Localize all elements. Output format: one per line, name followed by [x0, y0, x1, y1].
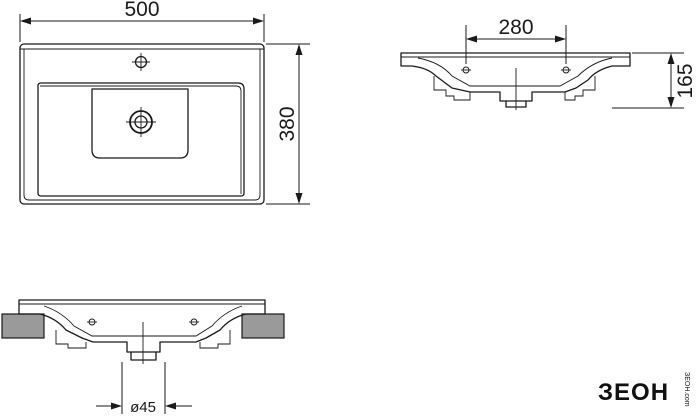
- logo-sub: ЗЕОН.com: [683, 372, 690, 407]
- bolt-icon: [561, 66, 571, 74]
- basin-outline: [19, 43, 265, 205]
- side-view: 280 165: [400, 16, 697, 110]
- brand-logo: ЗЕОН ЗЕОН.com: [598, 372, 690, 407]
- dimension-drain: ø45: [96, 362, 192, 416]
- dimension-height: 165: [612, 52, 697, 109]
- faucet-hole-icon: [132, 53, 150, 71]
- wall-right: [241, 313, 285, 339]
- front-view: ø45: [1, 299, 285, 416]
- bolt-icon: [461, 66, 471, 74]
- bowl-depth-label: 280: [498, 16, 533, 39]
- wall-left: [1, 313, 45, 339]
- width-label: 500: [124, 0, 159, 21]
- bolt-icon: [189, 318, 199, 326]
- bolt-icon: [87, 318, 97, 326]
- drain-label: ø45: [130, 399, 156, 416]
- height-label: 165: [674, 63, 697, 98]
- dimension-width: 500: [19, 0, 265, 42]
- top-view: 500 380: [19, 0, 310, 205]
- side-profile: [400, 52, 631, 102]
- bowl-outline: [37, 82, 245, 197]
- logo-text: ЗЕОН: [598, 379, 669, 406]
- front-profile: [18, 299, 266, 353]
- dimension-bowl-depth: 280: [465, 16, 567, 64]
- dimension-depth: 380: [266, 43, 310, 205]
- drain-recess: [91, 88, 189, 159]
- drain-icon: [126, 107, 156, 137]
- depth-label: 380: [276, 106, 299, 141]
